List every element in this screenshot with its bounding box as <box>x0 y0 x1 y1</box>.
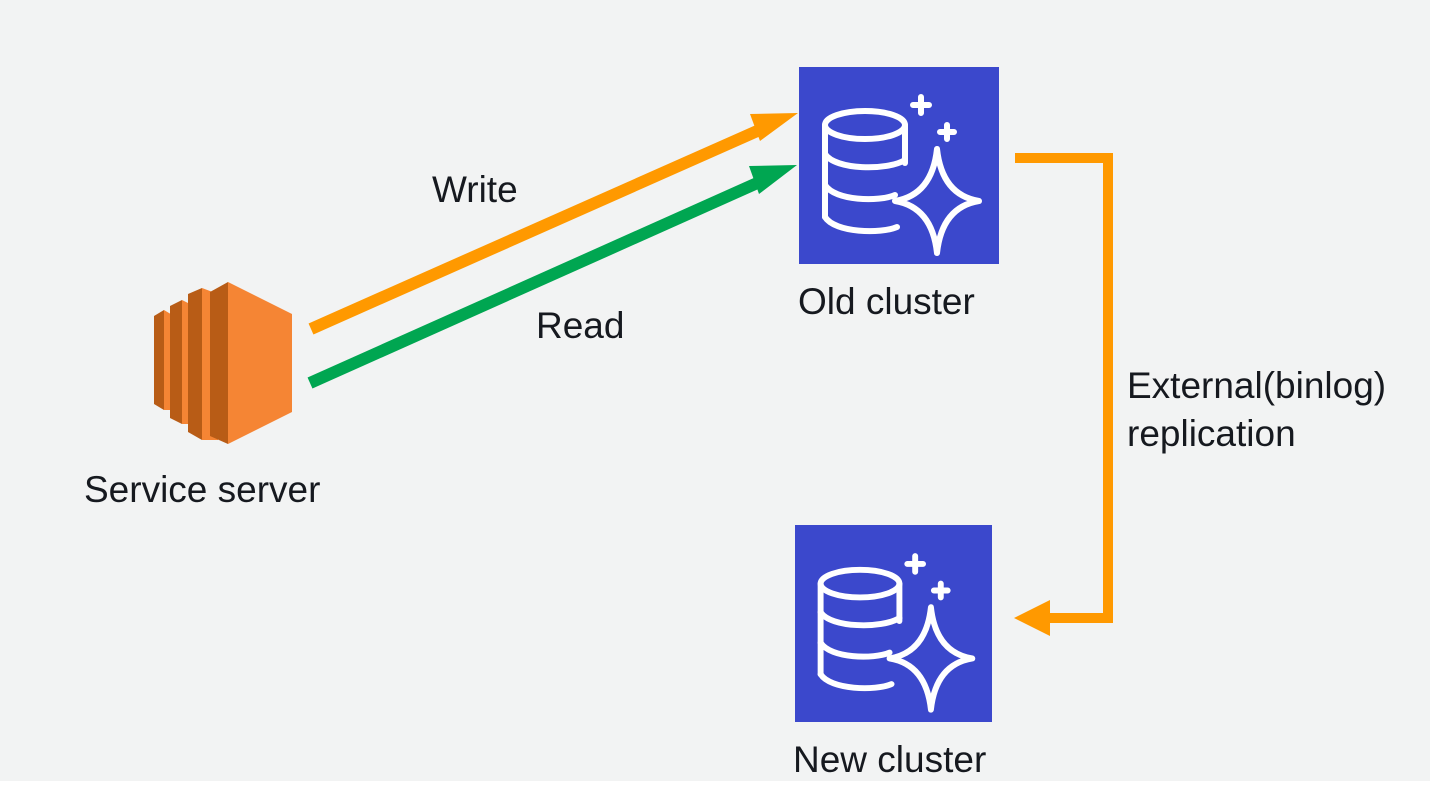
old-cluster-icon <box>799 67 999 264</box>
database-icon <box>822 94 982 256</box>
read-label: Read <box>536 305 625 346</box>
server-icon <box>154 282 292 444</box>
write-arrow <box>308 113 798 335</box>
new-cluster-label: New cluster <box>793 739 987 780</box>
old-cluster-label: Old cluster <box>798 281 975 322</box>
replication-arrow <box>1014 153 1113 636</box>
replication-label-line2: replication <box>1127 413 1296 454</box>
write-label: Write <box>432 169 518 210</box>
read-arrow <box>307 165 797 389</box>
database-icon <box>817 553 976 713</box>
replication-label-line1: External(binlog) <box>1127 365 1387 406</box>
new-cluster-icon <box>795 525 992 722</box>
service-server-label: Service server <box>84 469 321 510</box>
